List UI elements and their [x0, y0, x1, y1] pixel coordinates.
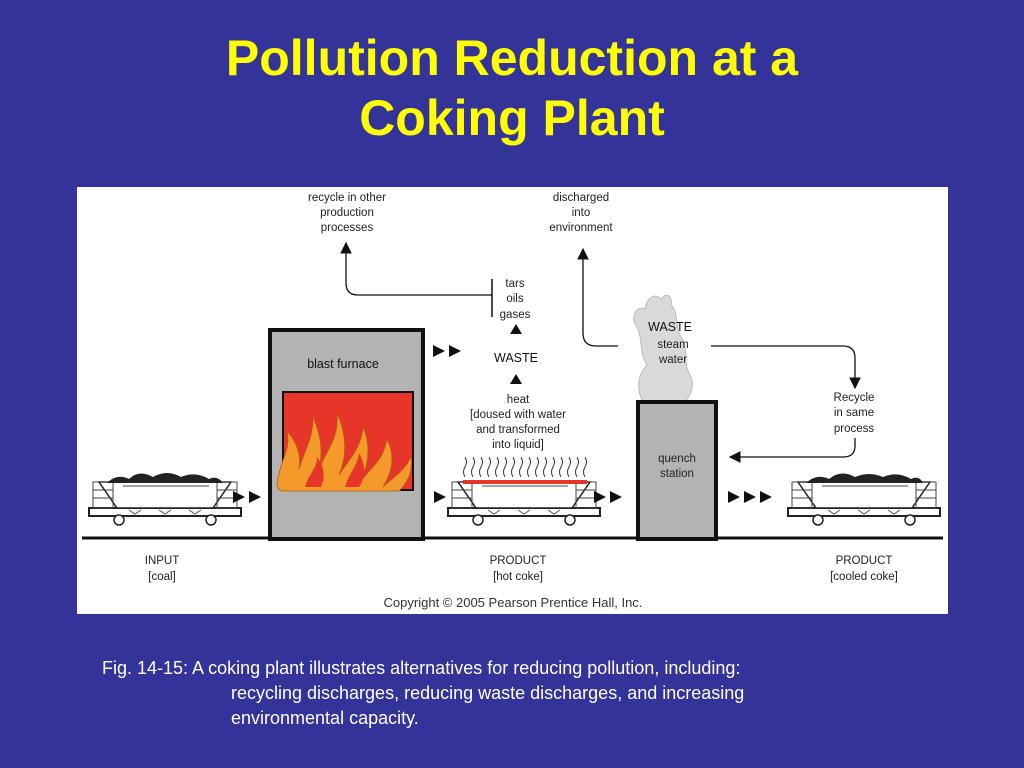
svg-text:in same: in same [834, 407, 874, 419]
diagram-canvas: recycle in other production processes di… [82, 192, 943, 610]
hot-coke-cart [447, 481, 601, 526]
input-arrows [233, 491, 261, 503]
svg-text:INPUT: INPUT [145, 555, 180, 567]
recycle-other-label: recycle in other production processes [308, 192, 386, 234]
coking-plant-diagram: recycle in other production processes di… [77, 187, 948, 614]
caption-line-2: recycling discharges, reducing waste dis… [231, 683, 745, 703]
caption-line-3: environmental capacity. [231, 708, 419, 728]
quench-station [636, 400, 718, 541]
svg-text:heat: heat [507, 394, 530, 406]
svg-text:water: water [658, 354, 687, 366]
product-hot-label: PRODUCT [hot coke] [490, 555, 547, 583]
slide-title: Pollution Reduction at a Coking Plant [0, 28, 1024, 148]
blast-furnace-label: blast furnace [307, 357, 379, 371]
recycle-other-arrow [340, 241, 492, 296]
to-quench-arrows [594, 491, 622, 503]
recycle-same-label: Recycle in same process [834, 392, 875, 435]
svg-text:into liquid]: into liquid] [492, 439, 544, 451]
svg-text:into: into [572, 207, 591, 219]
hot-coke-surface [463, 480, 587, 484]
quench-station-label: quench station [658, 453, 696, 480]
title-line-1: Pollution Reduction at a [225, 30, 799, 86]
to-cooled-cart-arrows [728, 491, 772, 503]
svg-text:discharged: discharged [553, 192, 609, 204]
svg-text:WASTE: WASTE [648, 320, 692, 334]
product-cooled-label: PRODUCT [cooled coke] [830, 555, 898, 583]
caption-line-1: Fig. 14-15: A coking plant illustrates a… [102, 658, 741, 678]
discharged-label: discharged into environment [549, 192, 613, 234]
svg-text:tars: tars [505, 278, 524, 290]
fire-flames [276, 412, 412, 492]
title-line-2: Coking Plant [359, 90, 665, 146]
svg-text:[cooled coke]: [cooled coke] [830, 571, 898, 583]
svg-text:[hot coke]: [hot coke] [493, 571, 543, 583]
input-label: INPUT [coal] [145, 555, 180, 583]
svg-text:gases: gases [500, 309, 531, 321]
furnace-output-arrows [433, 345, 461, 357]
svg-text:and transformed: and transformed [476, 424, 560, 436]
recycle-return-arrow [728, 438, 856, 463]
svg-text:PRODUCT: PRODUCT [490, 555, 547, 567]
waste-right-label: WASTE steam water [648, 320, 692, 366]
svg-text:[doused with water: [doused with water [470, 409, 566, 421]
svg-text:PRODUCT: PRODUCT [836, 555, 893, 567]
svg-text:quench: quench [658, 453, 696, 465]
heat-waves [463, 456, 587, 478]
copyright-notice: Copyright © 2005 Pearson Prentice Hall, … [384, 595, 643, 610]
figure-caption: Fig. 14-15: A coking plant illustrates a… [102, 656, 932, 731]
up-triangle-lower [510, 374, 522, 384]
svg-text:processes: processes [321, 222, 374, 234]
steam-cloud [633, 294, 693, 403]
cooled-coke-cart [787, 481, 941, 526]
svg-text:station: station [660, 468, 694, 480]
svg-text:steam: steam [657, 339, 688, 351]
tars-oils-gases-label: tars oils gases [500, 278, 531, 321]
svg-text:production: production [320, 207, 374, 219]
heat-label: heat [doused with water and transformed … [470, 394, 566, 451]
fire-inner [305, 453, 365, 487]
discharge-arrow [577, 247, 618, 347]
coal-cart [88, 481, 242, 526]
to-hot-cart-arrow [434, 491, 446, 503]
svg-text:process: process [834, 423, 875, 435]
waste-left-label: WASTE [494, 351, 538, 365]
coal-lumps [107, 473, 223, 483]
svg-text:oils: oils [506, 293, 524, 305]
recycle-same-arrow [711, 345, 861, 390]
svg-text:[coal]: [coal] [148, 571, 176, 583]
up-triangle-upper [510, 324, 522, 334]
cooled-coke-lumps [806, 473, 923, 483]
svg-text:environment: environment [549, 222, 613, 234]
svg-text:recycle in other: recycle in other [308, 192, 386, 204]
svg-text:Recycle: Recycle [834, 392, 875, 404]
